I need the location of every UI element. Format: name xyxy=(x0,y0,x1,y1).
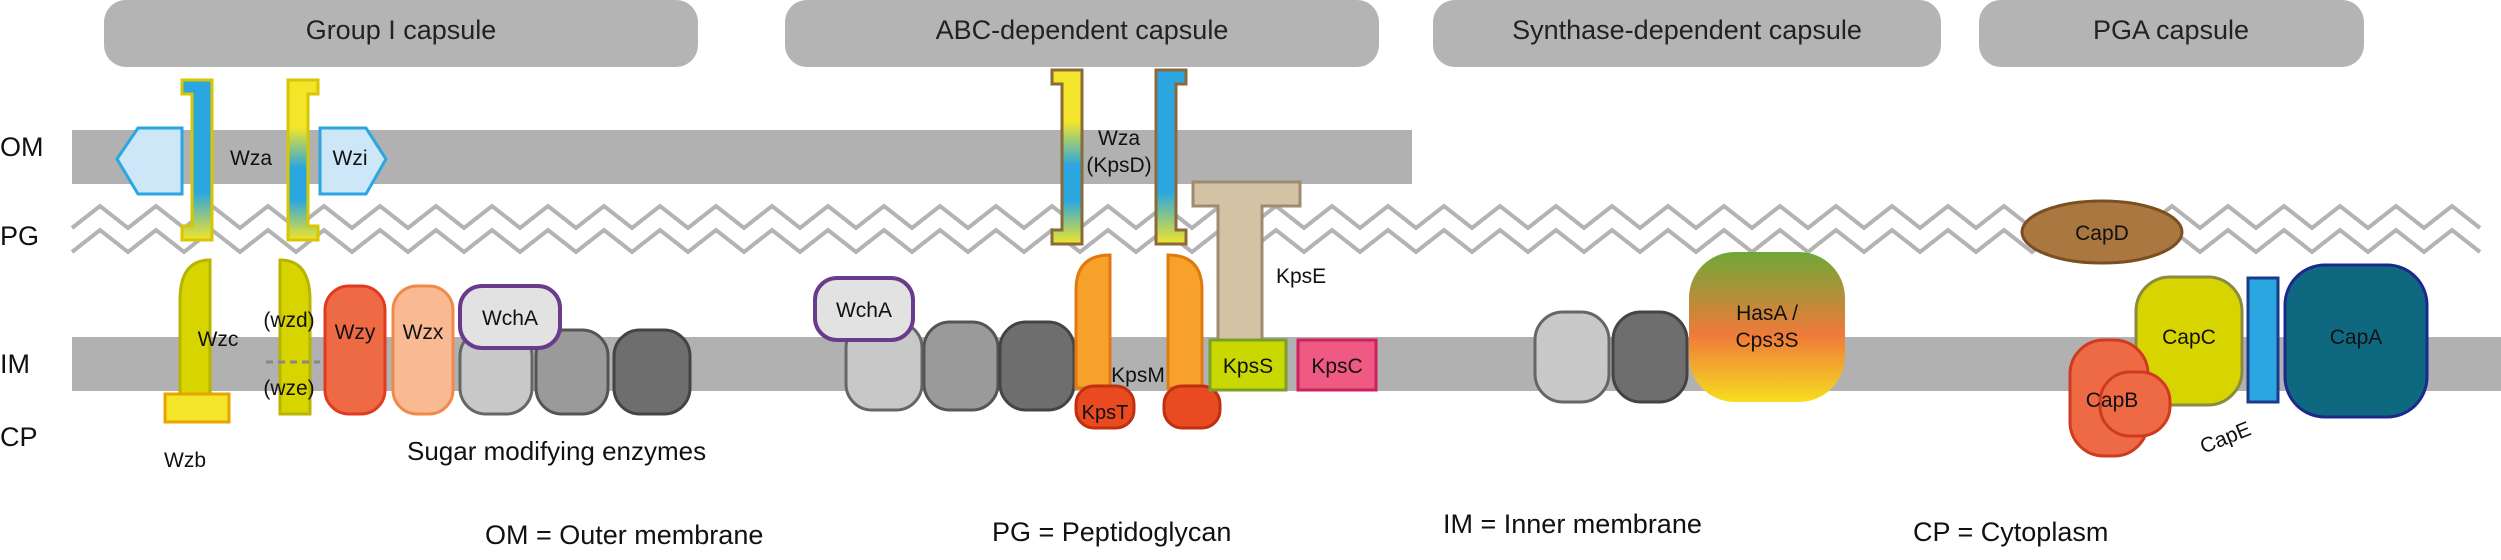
wza-kpsd-right-bracket xyxy=(1154,68,1188,246)
kpst-right-shape xyxy=(1162,384,1222,430)
kpse-label: KpsE xyxy=(1276,265,1326,288)
wzx-label: Wzx xyxy=(403,321,444,344)
outer-membrane xyxy=(72,130,1412,184)
hasa-shape xyxy=(1689,252,1845,402)
header-group-1-label: Group I capsule xyxy=(306,15,497,45)
header-pga: PGA capsule xyxy=(1979,0,2364,67)
kpse-shape xyxy=(1191,180,1302,342)
wzc-right-shape xyxy=(278,258,312,416)
wza-kpsd-label-2: (KpsD) xyxy=(1086,154,1151,177)
wza-left-bracket xyxy=(180,78,214,242)
wzb-label: Wzb xyxy=(164,449,206,472)
wzb-shape xyxy=(163,392,231,424)
wzy-label: Wzy xyxy=(335,321,376,344)
kpst-left-shape xyxy=(1074,384,1136,430)
wcha-g1-shape xyxy=(458,284,562,350)
sugar-enzyme-2 xyxy=(534,328,610,416)
layer-label-im: IM xyxy=(0,349,30,379)
hasa-label-2: Cps3S xyxy=(1735,329,1798,352)
kpst-label: KpsT xyxy=(1082,402,1129,424)
wza-label: Wza xyxy=(230,147,272,170)
header-abc-label: ABC-dependent capsule xyxy=(936,15,1229,45)
header-synthase: Synthase-dependent capsule xyxy=(1433,0,1941,67)
wcha-abc-label: WchA xyxy=(836,299,892,322)
wzc-label: Wzc xyxy=(198,328,239,351)
wzi-right-shape xyxy=(318,126,388,196)
wza-kpsd-left-bracket xyxy=(1050,68,1084,246)
hasa-label-1: HasA / xyxy=(1736,302,1798,325)
kpss-label: KpsS xyxy=(1223,355,1273,378)
wzi-label: Wzi xyxy=(333,147,368,170)
sugar-enzyme-3 xyxy=(612,328,692,416)
capc-shape xyxy=(2134,275,2244,407)
capb-shape xyxy=(2098,370,2172,438)
kpsm-right-shape xyxy=(1166,253,1204,390)
abc-grey-2 xyxy=(922,320,1000,412)
capd-shape xyxy=(2020,199,2184,265)
abc-grey-3 xyxy=(998,320,1076,412)
wza-kpsd-label-1: Wza xyxy=(1098,127,1140,150)
wzi-left-shape xyxy=(115,126,184,196)
header-synthase-label: Synthase-dependent capsule xyxy=(1512,15,1862,45)
wcha-g1-label: WchA xyxy=(482,307,538,330)
synthase-grey-1 xyxy=(1533,310,1611,404)
wza-right-bracket xyxy=(286,78,320,242)
header-pga-label: PGA capsule xyxy=(2093,15,2249,45)
legend-om: OM = Outer membrane xyxy=(485,520,763,550)
layer-label-om: OM xyxy=(0,132,44,162)
capb-label: CapB xyxy=(2086,389,2139,412)
header-abc: ABC-dependent capsule xyxy=(785,0,1379,67)
kpsm-left-shape xyxy=(1074,253,1112,390)
capa-label: CapA xyxy=(2330,326,2383,349)
sugar-modifying-label: Sugar modifying enzymes xyxy=(407,436,706,466)
wzd-label: (wzd) xyxy=(263,309,314,332)
legend-cp: CP = Cytoplasm xyxy=(1913,517,2108,547)
legend-im: IM = Inner membrane xyxy=(1443,509,1702,539)
capa-shape xyxy=(2283,263,2429,419)
wzy-shape xyxy=(323,284,387,416)
wcha-abc-shape xyxy=(813,276,915,342)
synthase-grey-2 xyxy=(1611,310,1689,404)
kpsm-label: KpsM xyxy=(1111,364,1165,387)
cape-label: CapE xyxy=(2197,417,2254,458)
legend-pg: PG = Peptidoglycan xyxy=(992,517,1231,547)
wze-label: (wze) xyxy=(263,377,314,400)
kpsc-label: KpsC xyxy=(1311,355,1362,378)
layer-label-cp: CP xyxy=(0,422,38,452)
header-group-1: Group I capsule xyxy=(104,0,698,67)
kpss-shape xyxy=(1208,338,1288,392)
capd-label: CapD xyxy=(2075,222,2129,245)
layer-label-pg: PG xyxy=(0,221,39,251)
capc-label: CapC xyxy=(2162,326,2216,349)
kpsc-shape xyxy=(1296,338,1378,392)
wzx-shape xyxy=(391,284,455,416)
cape-shape xyxy=(2246,276,2280,404)
